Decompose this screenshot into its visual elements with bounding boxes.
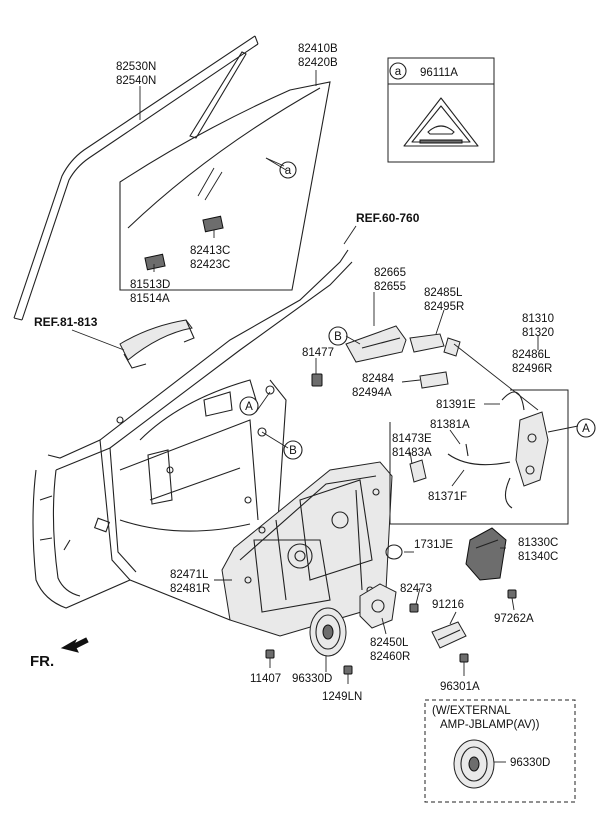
bolt-97262a [507,589,517,599]
callout-B-door: B [283,440,303,460]
label-front: FR. [30,653,54,670]
label-96111a: 96111A [420,67,458,79]
inside-handle-82485l [409,333,445,353]
front-arrow-icon [60,637,89,653]
label-amp-line-2: AMP-JBLAMP(AV)) [440,719,540,731]
label-82420b: 82420B [298,57,338,69]
label-82495r: 82495R [424,301,464,313]
label-91216: 91216 [432,599,464,611]
label-82485l: 82485L [424,287,463,299]
label-81483a: 81483A [392,447,432,459]
label-82413c: 82413C [190,245,230,257]
callout-a-box: a [389,62,407,80]
label-81381a: 81381A [430,419,470,431]
label-82423c: 82423C [190,259,230,271]
label-81320: 81320 [522,327,554,339]
speaker-96330d [309,607,347,657]
label-81310: 81310 [522,313,554,325]
label-81330c: 81330C [518,537,558,549]
label-96111a-box [387,57,495,163]
label-11407: 11407 [250,673,281,685]
svg-text:a: a [285,165,292,177]
label-82471l: 82471L [170,569,209,581]
bolt-81477 [311,373,323,387]
label-82481r: 82481R [170,583,210,595]
svg-text:B: B [289,445,297,457]
label-96330d: 96330D [292,673,332,685]
label-81513d: 81513D [130,279,170,291]
label-82473: 82473 [400,583,432,595]
label-81477: 81477 [302,347,334,359]
label-82410b: 82410B [298,43,338,55]
label-81391e: 81391E [436,399,476,411]
label-81514a: 81514A [130,293,170,305]
label-81340c: 81340C [518,551,558,563]
label-82460r: 82460R [370,651,410,663]
label-82540n: 82540N [116,75,156,87]
label-82494a: 82494A [352,387,392,399]
label-81473e: 81473E [392,433,432,445]
label-82496r: 82496R [512,363,552,375]
label-82665: 82665 [374,267,406,279]
bolt-82473 [409,603,419,613]
svg-text:B: B [334,331,342,343]
label-96301a: 96301A [440,681,480,693]
label-amp-line-1: (W/EXTERNAL [432,705,511,717]
label-82484: 82484 [362,373,395,385]
label-96330d-amp: 96330D [510,757,550,769]
latch-actuator [465,527,507,581]
door-glass [119,81,331,291]
callout-a-glass: a [279,161,297,179]
svg-text:A: A [582,423,590,435]
label-1731je: 1731JE [414,539,453,551]
latch-assembly-box [389,389,569,525]
callout-A-door: A [239,396,259,416]
svg-text:A: A [245,401,253,413]
label-82655: 82655 [374,281,406,293]
bolt-11407 [265,649,275,659]
svg-text:a: a [395,66,402,78]
callout-B-handle: B [328,326,348,346]
callout-A-latch: A [576,418,596,438]
leader-lines [71,70,579,763]
bolt-96301a [459,653,469,663]
label-82450l: 82450L [370,637,409,649]
external-amp-box [424,699,576,803]
label-82486l: 82486L [512,349,551,361]
label-81371f: 81371F [428,491,467,503]
label-97262a: 97262A [494,613,534,625]
label-ref-81-813: REF.81-813 [34,315,98,329]
window-motor [359,583,397,629]
bracket-82486l [443,337,539,411]
seal-1731je [385,544,403,560]
label-82530n: 82530N [116,61,156,73]
label-ref-60-760: REF.60-760 [356,211,420,225]
glass-clip-82413c [202,215,224,233]
door-frame [32,249,353,621]
outside-handle [119,319,195,369]
connector-91216 [431,621,467,649]
label-1249ln: 1249LN [322,691,362,703]
glass-clip-81513d [144,253,166,271]
bolt-1249ln [343,665,353,675]
handle-cover-82484 [419,371,449,389]
inside-handle-bracket [345,325,407,363]
